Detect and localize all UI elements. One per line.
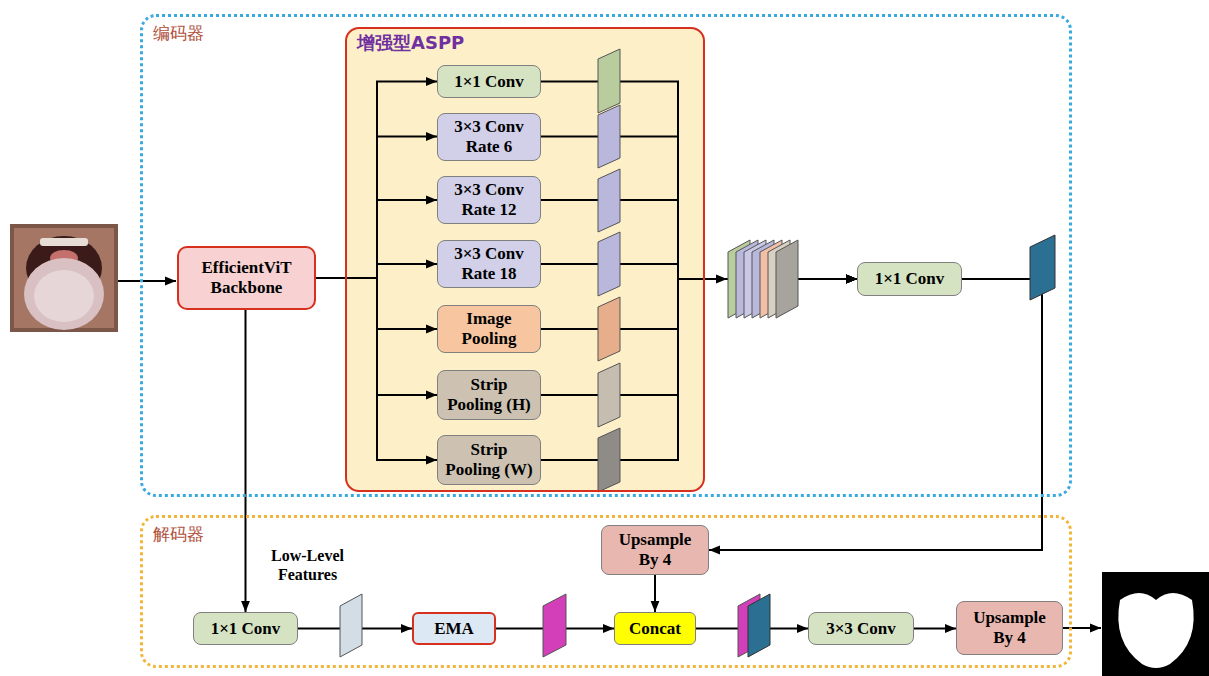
connector-arrow — [541, 279, 857, 329]
edge-label: Low-Level Features — [258, 546, 358, 584]
region-title: 编码器 — [153, 23, 204, 43]
region-title: 增强型ASPP — [357, 32, 464, 54]
output-mask — [1102, 572, 1209, 676]
feature-map — [748, 594, 770, 657]
feature-stack — [776, 240, 798, 318]
box-label: 3×3 Conv Rate 12 — [443, 180, 535, 219]
conv-box: 3×3 Conv — [808, 612, 914, 645]
connector-arrow — [245, 310, 247, 612]
box-label: Concat — [629, 619, 681, 639]
aspp-module: 增强型ASPP 1×1 Conv 3×3 Conv Rate 6 3×3 Conv R… — [345, 27, 705, 492]
box-label: Strip Pooling (H) — [443, 375, 535, 414]
connector-arrow — [541, 279, 857, 395]
box-label: 1×1 Conv — [454, 72, 524, 92]
connector-arrow — [541, 264, 857, 279]
connector-arrow — [316, 278, 437, 460]
conv-box: 1×1 Conv — [193, 612, 298, 645]
connector-arrow — [654, 575, 656, 612]
teeth — [40, 238, 88, 246]
conv-box: 1×1 Conv — [857, 262, 962, 296]
feature-map — [598, 105, 620, 168]
input-photo — [10, 224, 118, 332]
feature-map — [1030, 235, 1055, 300]
box-label: Image Pooling — [443, 309, 535, 348]
box-label: 3×3 Conv — [826, 619, 896, 639]
backbone-box: EfficientViT Backbone — [177, 246, 316, 310]
output-arrow — [1063, 627, 1101, 629]
conv-box: 1×1 Conv — [437, 65, 541, 98]
box-label: 3×3 Conv Rate 18 — [443, 244, 535, 283]
connector-arrow — [316, 137, 437, 279]
concat-box: Concat — [614, 612, 696, 645]
box-label: 1×1 Conv — [211, 619, 281, 639]
conv-box: 3×3 Conv Rate 6 — [437, 113, 541, 161]
conv-box: 3×3 Conv Rate 12 — [437, 176, 541, 224]
feature-map — [543, 594, 566, 657]
connector-arrow — [316, 200, 437, 278]
upsample-box: Upsample By 4 — [601, 525, 709, 575]
connector-arrow — [316, 82, 437, 279]
feature-map — [598, 232, 620, 296]
box-label: EfficientViT Backbone — [189, 258, 304, 297]
encoder-region: 编码器 EfficientViT Backbone 增强型ASPP 1×1 Conv 3… — [140, 14, 1072, 497]
aspp-fill — [346, 28, 704, 491]
connector-arrow — [709, 279, 1042, 550]
box-label: 3×3 Conv Rate 6 — [443, 117, 535, 156]
tongue-coating — [34, 270, 94, 322]
pooling-box: Strip Pooling (W) — [437, 435, 541, 485]
connector-arrow — [914, 628, 956, 630]
conv-box: 3×3 Conv Rate 18 — [437, 240, 541, 288]
box-label: 1×1 Conv — [875, 269, 945, 289]
tongue — [24, 258, 104, 330]
input-arrow — [118, 280, 176, 282]
pooling-box: Image Pooling — [437, 305, 541, 353]
pooling-box: Strip Pooling (H) — [437, 370, 541, 420]
feature-map — [340, 594, 362, 657]
connector-arrow — [541, 200, 857, 279]
upsample-box: Upsample By 4 — [956, 601, 1063, 655]
box-label: Upsample By 4 — [967, 608, 1053, 647]
stack-arrow — [690, 278, 727, 280]
attention-box: EMA — [412, 612, 496, 645]
feature-map — [598, 49, 620, 113]
feature-map — [598, 297, 620, 361]
box-label: Strip Pooling (W) — [443, 440, 535, 479]
feature-map — [598, 363, 620, 427]
decoder-region: 解码器 Upsample By 4 1×1 Conv EMA Concat 3×3 Con… — [140, 515, 1072, 668]
region-title: 解码器 — [153, 524, 204, 544]
connector-arrow — [316, 264, 437, 278]
connector-arrow — [541, 279, 857, 460]
box-label: EMA — [434, 619, 474, 639]
connector-arrow — [541, 82, 857, 280]
mask-shape — [1118, 593, 1193, 668]
connector-arrow — [541, 137, 857, 280]
box-label: Upsample By 4 — [612, 530, 698, 569]
feature-map — [598, 169, 620, 232]
feature-map — [598, 428, 620, 492]
